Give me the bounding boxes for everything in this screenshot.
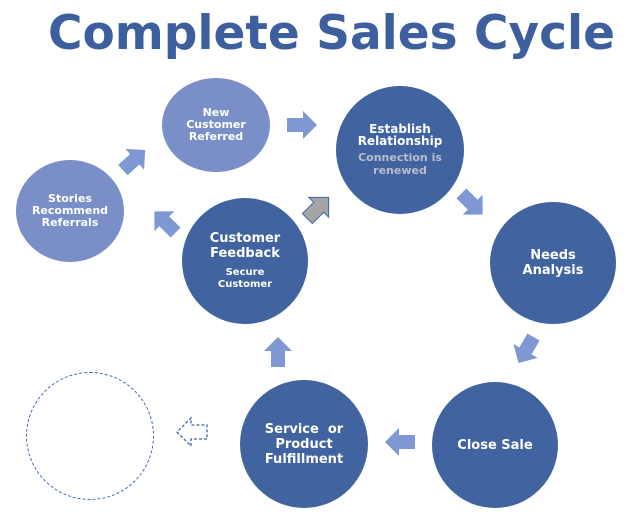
node-new-customer-referred: New Customer Referred xyxy=(162,78,270,172)
arrow-icon xyxy=(264,337,292,367)
title-text: Complete Sales Cycle xyxy=(48,6,615,61)
arrow-icon xyxy=(154,211,181,238)
node-subline: Connection is xyxy=(358,151,442,164)
diagram-title: Complete Sales Cycle xyxy=(0,2,635,66)
new-to-establish-shape xyxy=(287,111,317,139)
node-line: Needs xyxy=(530,248,576,263)
node-subline: renewed xyxy=(373,164,427,177)
node-line: Service or xyxy=(264,421,344,437)
node-line: Stories xyxy=(48,192,92,205)
node-line: Product xyxy=(275,436,333,452)
node-stories-recommend-referrals: Stories Recommend Referrals xyxy=(16,160,124,262)
dashed-arrow-shape xyxy=(176,416,208,448)
dashed-arrow-icon xyxy=(176,416,208,448)
node-line: Customer xyxy=(209,231,281,246)
node-establish-relationship: Establish Relationship Connection is ren… xyxy=(336,86,464,214)
node-customer-feedback: Customer Feedback Secure Customer xyxy=(182,198,308,324)
node-line: New xyxy=(202,106,230,119)
node-line: Feedback xyxy=(210,246,280,261)
node-line: Analysis xyxy=(522,263,584,278)
arrow-icon xyxy=(301,196,330,225)
node-line: Recommend xyxy=(31,204,109,217)
node-line: Relationship xyxy=(357,134,443,148)
node-line: Close Sale xyxy=(457,437,533,453)
empty-dashed-node xyxy=(26,372,154,500)
feedback-to-establish-shape xyxy=(301,196,330,225)
node-line: Referrals xyxy=(41,216,99,229)
node-subline: Secure xyxy=(225,267,265,278)
node-subline: Customer xyxy=(217,279,273,290)
arrow-icon xyxy=(513,333,540,363)
service-to-feedback-shape xyxy=(264,337,292,367)
arrow-icon xyxy=(385,428,415,456)
node-needs-analysis: Needs Analysis xyxy=(490,202,616,324)
stories-to-new-shape xyxy=(118,148,146,176)
arrow-icon xyxy=(118,148,146,176)
node-service-fulfillment: Service or Product Fulfillment xyxy=(240,380,368,508)
arrow-icon xyxy=(456,188,483,215)
node-close-sale: Close Sale xyxy=(432,382,558,508)
node-line: Establish xyxy=(369,122,431,136)
arrow-icon xyxy=(287,111,317,139)
needs-to-close-shape xyxy=(513,333,540,363)
feedback-to-stories-shape xyxy=(154,211,181,238)
node-line: Referred xyxy=(188,130,244,143)
node-line: Customer xyxy=(186,118,246,131)
close-to-service-shape xyxy=(385,428,415,456)
establish-to-needs-shape xyxy=(456,188,483,215)
node-line: Fulfillment xyxy=(264,451,344,467)
